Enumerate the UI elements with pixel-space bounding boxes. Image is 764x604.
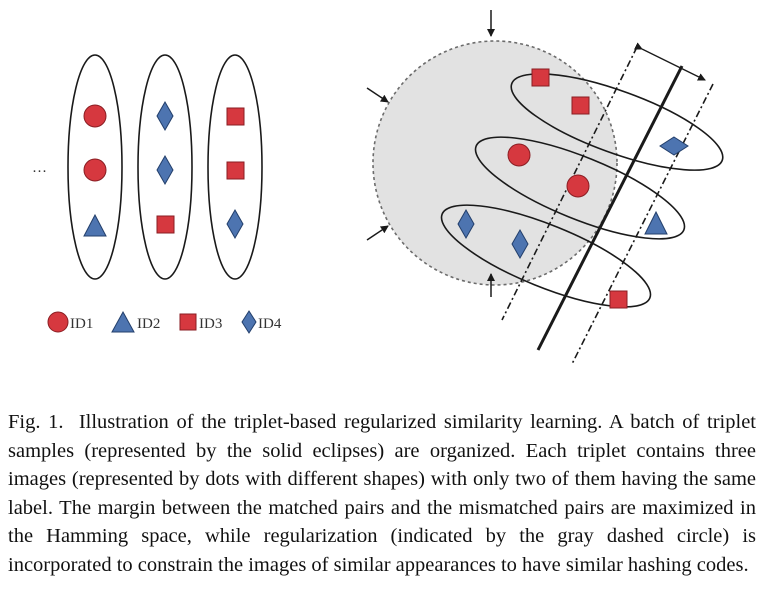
id2-triangle-dot [83,213,107,237]
id4-diamond-dot [156,100,174,132]
id4-diamond-dot [226,208,244,240]
figure-caption: Fig. 1. Illustration of the triplet-base… [8,408,756,580]
id4-diamond-dot [511,228,529,260]
diamond-icon [241,310,257,334]
arrow-icon [366,225,389,241]
id3-square-dot [226,107,245,126]
id4-diamond-dot [457,208,475,240]
triplet-ellipse-2 [474,136,686,240]
batch-ellipse-1 [67,54,123,280]
legend-item-id4: ID4 [241,310,282,334]
legend-item-id2: ID2 [111,310,160,333]
regularization-arrows [366,10,495,297]
triplet-ellipse-1 [510,68,724,171]
margin-line-right [571,83,714,365]
hyperplane-line [536,65,684,351]
batch-ellipse-3 [207,54,263,280]
legend-item-id3: ID3 [179,313,222,332]
id3-square-dot [531,68,550,87]
legend-label: ID1 [70,316,93,332]
batch-ellipse-2 [137,54,193,280]
hamming-space-panel [366,10,724,365]
arrow-icon [366,87,389,103]
batch-panel: ··· ID1 ID2 [32,54,282,334]
legend-label: ID4 [258,316,282,332]
id4-diamond-dot [659,136,689,156]
shape-legend: ID1 ID2 ID3 ID4 [47,310,282,334]
id3-square-dot [156,215,175,234]
continuation-ellipsis: ··· [32,164,47,180]
id1-circle-dot [83,158,107,182]
triplet-illustration: ··· ID1 ID2 [32,10,724,365]
id3-square-dot [571,96,590,115]
regularization-circle [372,40,618,286]
square-icon [179,313,197,331]
id4-diamond-dot [156,154,174,186]
legend-item-id1: ID1 [47,311,93,333]
id2-triangle-dot [644,210,668,235]
id1-circle-dot [83,104,107,128]
id3-square-dot [226,161,245,180]
caption-label: Fig. 1. [8,411,64,433]
caption-text: Illustration of the triplet-based regula… [8,411,756,576]
triplet-ellipse-3 [440,204,652,309]
legend-label: ID3 [199,316,222,332]
circle-icon [47,311,69,333]
id1-circle-dot [507,143,531,167]
legend-label: ID2 [137,316,160,332]
id3-square-dot [609,290,628,309]
triangle-icon [111,310,135,333]
id1-circle-dot [566,174,590,198]
margin-arrow [633,42,706,81]
